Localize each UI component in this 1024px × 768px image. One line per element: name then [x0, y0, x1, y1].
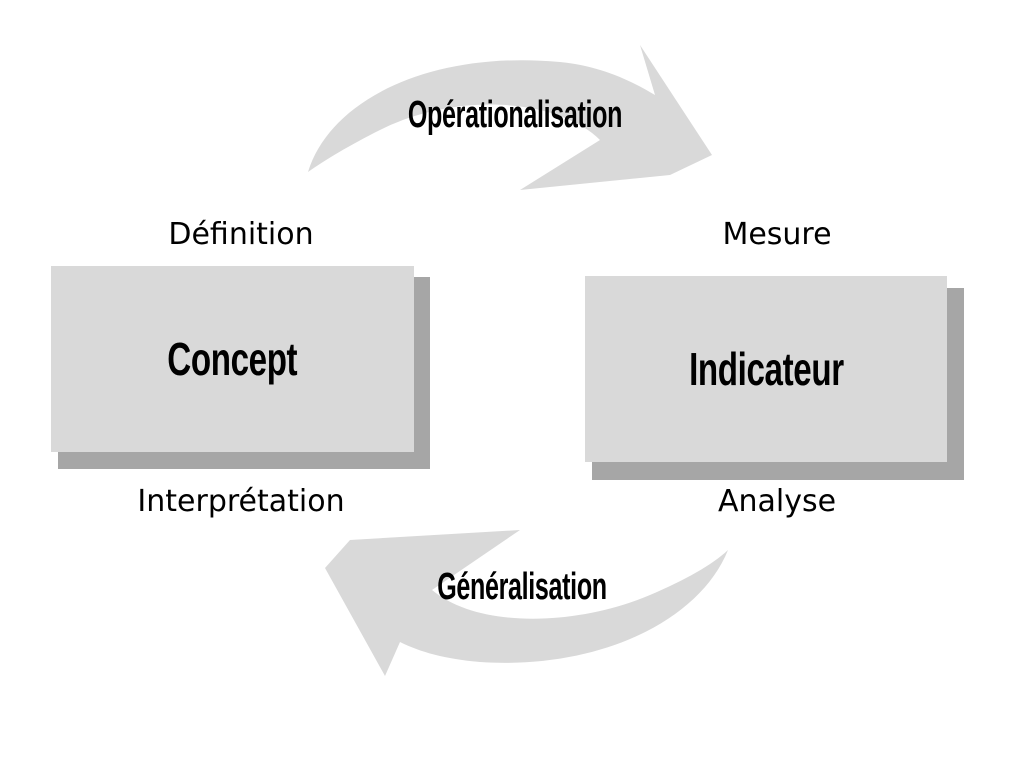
operationalisation-label: Opérationalisation — [407, 94, 623, 136]
concept-title: Concept — [167, 333, 298, 385]
generalisation-label: Généralisation — [437, 566, 607, 608]
interpretation-label: Interprétation — [137, 484, 345, 519]
mesure-label: Mesure — [722, 217, 832, 252]
concept-box: Concept — [51, 266, 414, 452]
indicator-title: Indicateur — [688, 343, 844, 395]
top-curved-arrow — [308, 45, 712, 190]
analyse-label: Analyse — [717, 484, 837, 519]
bottom-curved-arrow — [325, 530, 728, 676]
indicator-box: Indicateur — [585, 276, 947, 462]
definition-label: Définition — [168, 217, 314, 252]
